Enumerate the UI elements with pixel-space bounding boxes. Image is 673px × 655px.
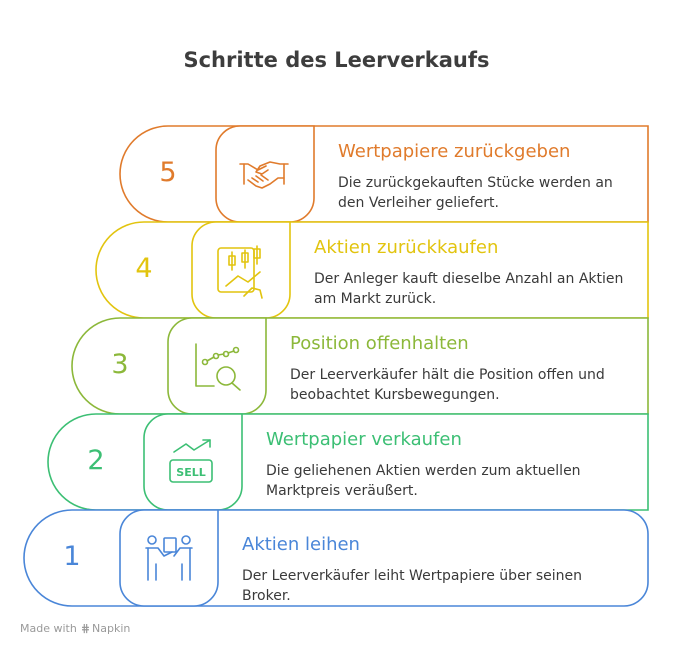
step-number-3: 3 xyxy=(111,349,129,380)
step-description-5: Die zurückgekauften Stücke werden an den… xyxy=(338,175,613,211)
step-title-3: Position offenhalten xyxy=(290,333,469,354)
step-number-2: 2 xyxy=(87,445,105,476)
sell-icon xyxy=(169,439,213,483)
stock-chart-icon xyxy=(217,245,263,299)
step-title-5: Wertpapiere zurückgeben xyxy=(338,141,571,162)
chart-magnifier-icon xyxy=(195,343,241,391)
footer-prefix: Made with xyxy=(20,622,77,635)
step-1-shape xyxy=(23,509,649,607)
step-title-2: Wertpapier verkaufen xyxy=(266,429,462,450)
footer-attribution: Made with⋕Napkin xyxy=(20,622,130,635)
step-description-2: Die geliehenen Aktien werden zum aktuell… xyxy=(266,463,581,499)
footer-brand: Napkin xyxy=(92,622,131,635)
step-title-4: Aktien zurückkaufen xyxy=(314,237,499,258)
step-description-4: Der Anleger kauft dieselbe Anzahl an Akt… xyxy=(314,271,624,307)
step-number-5: 5 xyxy=(159,157,177,188)
handshake-icon xyxy=(239,161,289,189)
page-title: Schritte des Leerverkaufs xyxy=(183,48,490,72)
napkin-logo-icon: ⋕ xyxy=(80,622,91,635)
step-description-3: Der Leerverkäufer hält die Position offe… xyxy=(290,367,605,403)
handover-icon xyxy=(145,535,193,581)
step-2-shape xyxy=(47,413,649,511)
step-5-shape xyxy=(119,125,649,223)
step-number-4: 4 xyxy=(135,253,153,284)
step-title-1: Aktien leihen xyxy=(242,534,360,555)
step-description-1: Der Leerverkäufer leiht Wertpapiere über… xyxy=(242,568,583,604)
step-3-shape xyxy=(71,317,649,415)
step-number-1: 1 xyxy=(63,541,81,572)
sell-icon-label: SELL xyxy=(176,466,205,479)
